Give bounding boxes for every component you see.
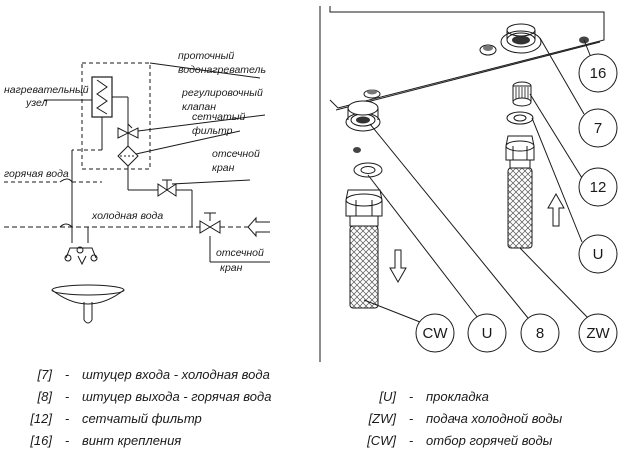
callout-7 [578, 108, 618, 148]
legend-right: [U]-прокладка [ZW]-подача холодной воды … [352, 386, 562, 452]
gasket-right [506, 111, 534, 125]
callout-zw [578, 313, 618, 353]
legend-dash: - [64, 433, 70, 448]
mixer-faucet-icon [64, 246, 98, 266]
legend-code: [12] [30, 411, 52, 426]
legend-dash: - [64, 389, 70, 404]
callout-8 [520, 313, 560, 353]
callouts [415, 53, 618, 353]
legend-dash: - [408, 411, 414, 426]
legend-code: [U] [379, 389, 396, 404]
mounting-screw-front [363, 89, 381, 99]
legend-left-row: [12]-сетчатый фильтр [8, 408, 271, 430]
legend-code: [ZW] [368, 411, 396, 426]
legend-dash: - [64, 367, 70, 382]
legend-text: прокладка [426, 389, 489, 404]
legend-dash: - [64, 411, 70, 426]
callout-8-text: 8 [536, 325, 544, 342]
shutoff-valve-2-icon [199, 220, 221, 234]
heating-unit-label-line2: узел [25, 97, 48, 109]
strainer-insert [512, 81, 532, 107]
cold-water-hose [505, 135, 535, 249]
water-heater-boundary [81, 62, 151, 170]
outlet-fitting [345, 100, 381, 132]
legend-right-row: [CW]-отбор горячей воды [352, 430, 562, 452]
flow-up-arrow [547, 192, 565, 227]
gasket-left [353, 162, 383, 178]
cold-water-inflow-arrow [247, 216, 270, 238]
filter-label-line1: сетчатый [192, 111, 245, 123]
heater-label-line2: водонагреватель [178, 64, 266, 76]
callout-12-text: 12 [590, 179, 607, 196]
legend-text: винт крепления [82, 433, 182, 448]
control-valve-label-line1: регулировочный [181, 87, 263, 99]
inlet-fitting [500, 23, 542, 54]
callout-12 [578, 167, 618, 207]
flow-down-arrow [389, 249, 407, 284]
sink-icon [51, 284, 125, 324]
legend-code: [16] [30, 433, 52, 448]
cold-water-label: холодная вода [91, 210, 163, 222]
shutoff-valve-1-label-line1: отсечной [212, 148, 260, 160]
callout-16 [578, 53, 618, 93]
callout-u-bottom-text: U [482, 325, 493, 342]
scheme-labels: проточный водонагреватель нагревательный… [4, 50, 266, 274]
legend-text: отбор горячей воды [426, 433, 553, 448]
legend-left-row: [16]-винт крепления [8, 430, 271, 452]
callout-zw-text: ZW [586, 325, 610, 342]
heater-label-line1: проточный [178, 50, 234, 62]
shutoff-valve-1-label-line2: кран [212, 162, 235, 174]
legend-code: [7] [37, 367, 52, 382]
legend-text: сетчатый фильтр [82, 411, 202, 426]
filter-label-line2: фильтр [192, 125, 233, 137]
legend-dash: - [408, 433, 414, 448]
legend-text: штуцер выхода - горячая вода [82, 389, 272, 404]
callout-cw [415, 313, 455, 353]
callout-cw-text: CW [423, 325, 449, 342]
legend-right-row: [U]-прокладка [352, 386, 562, 408]
legend-dash: - [408, 389, 414, 404]
callout-u-right [578, 234, 618, 274]
heating-unit-label-line1: нагревательный [4, 84, 89, 96]
legend-left: [7]-штуцер входа - холодная вода [8]-шту… [8, 364, 271, 452]
control-valve-label-line2: клапан [182, 101, 216, 113]
legend-left-row: [7]-штуцер входа - холодная вода [8, 364, 271, 386]
legend-code: [CW] [367, 433, 396, 448]
legend-code: [8] [37, 389, 52, 404]
mounting-screw-left [479, 44, 497, 56]
callout-u-bottom [467, 313, 507, 353]
callout-16-text: 16 [590, 65, 607, 82]
shutoff-valve-2-label-line2: кран [220, 262, 243, 274]
legend-text: подача холодной воды [426, 411, 563, 426]
legend-text: штуцер входа - холодная вода [82, 367, 270, 382]
connection-drawing [329, 6, 605, 323]
piping-scheme [4, 62, 270, 324]
legend-left-row: [8]-штуцер выхода - горячая вода [8, 386, 272, 408]
legend-right-row: [ZW]-подача холодной воды [352, 408, 563, 430]
callout-texts: 16 7 12 U CW U 8 ZW [423, 65, 611, 342]
shutoff-valve-2-label-line1: отсечной [216, 247, 264, 259]
hot-water-hose [345, 189, 383, 309]
hot-water-label: горячая вода [4, 168, 69, 180]
callout-7-text: 7 [594, 120, 602, 137]
callout-u-right-text: U [593, 246, 604, 263]
